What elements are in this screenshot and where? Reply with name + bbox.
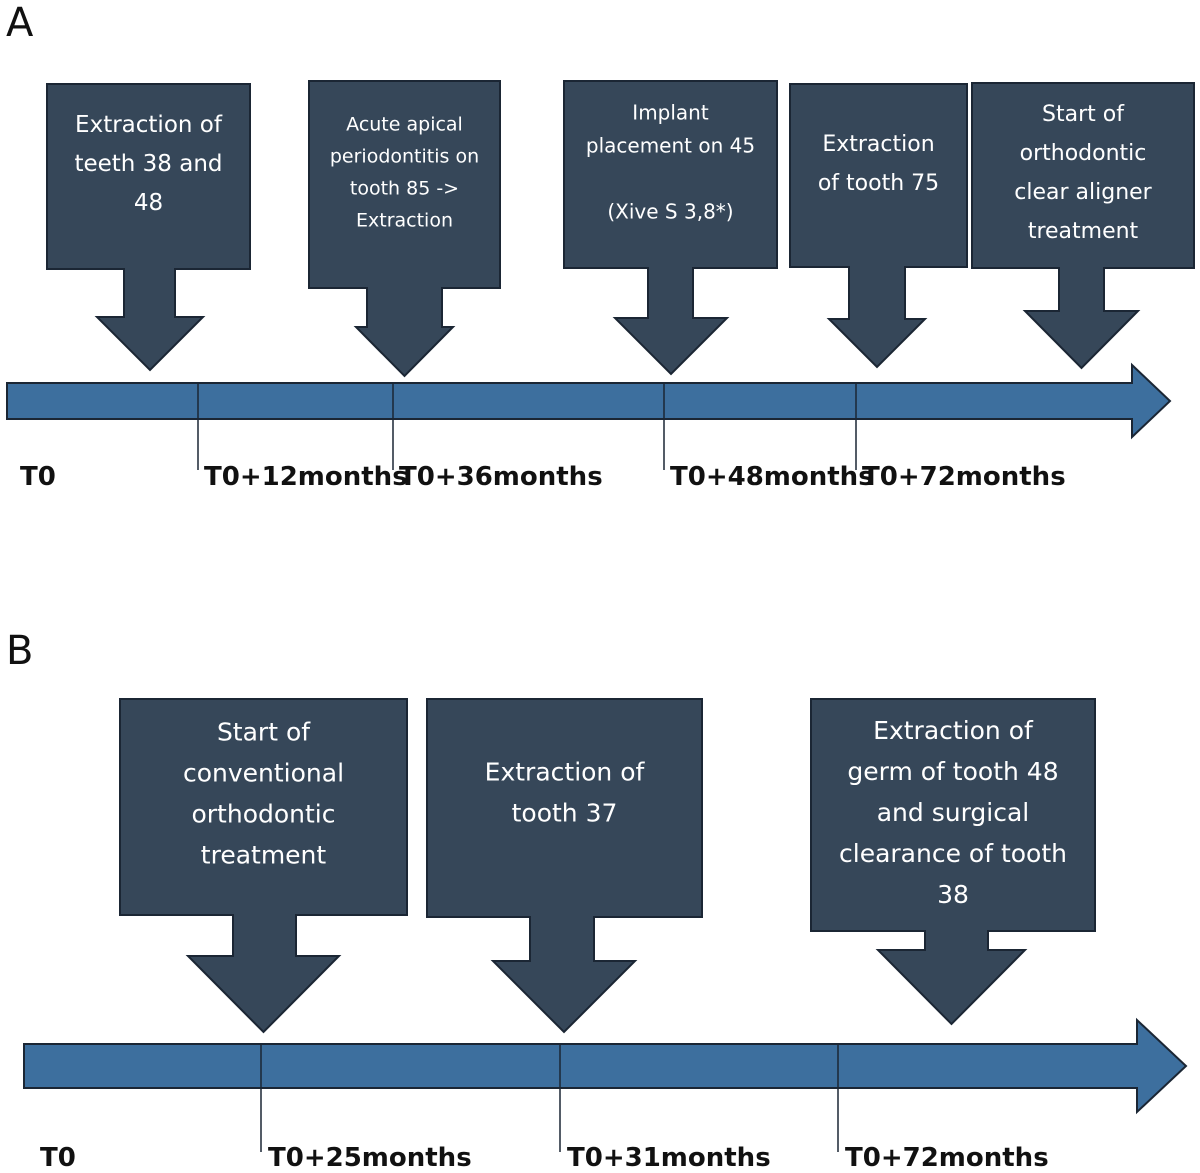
event-text-line: Implant	[632, 101, 709, 125]
timeline-tick-label: T0+36months	[399, 462, 603, 492]
event-arrow-box	[563, 80, 778, 376]
event-text-line: 38	[937, 880, 969, 909]
event-text-line: Acute apical	[346, 114, 463, 136]
timeline-arrow	[23, 1017, 1188, 1115]
event-text-line: teeth 38 and	[74, 151, 222, 177]
event-text-line: clearance of tooth	[839, 839, 1067, 868]
event-callout: Extraction of tooth 37	[426, 698, 703, 1034]
event-text-line: conventional	[183, 758, 344, 787]
event-text-line: Extraction	[356, 210, 453, 232]
event-text-line: Start of	[217, 717, 311, 746]
event-text-line: periodontitis on	[330, 146, 479, 168]
event-text-line: tooth 37	[512, 798, 618, 827]
event-text-line: orthodontic	[191, 799, 335, 828]
timeline-tick-label: T0+31months	[567, 1143, 771, 1173]
event-callout: Extraction of tooth 75	[789, 83, 968, 369]
event-text-line: Extraction of	[75, 112, 223, 138]
event-callout: Extraction of germ of tooth 48 and surgica…	[810, 698, 1096, 1026]
event-arrow-box	[46, 83, 251, 372]
timeline-tick-label: T0+25months	[268, 1143, 472, 1173]
timeline-tick-label: T0+72months	[862, 462, 1066, 492]
timeline-tick-label: T0+72months	[845, 1143, 1049, 1173]
event-arrow-box	[971, 82, 1195, 370]
timeline-start-label: T0	[40, 1143, 76, 1173]
panel-letter: B	[6, 628, 33, 674]
event-arrow-box	[789, 83, 968, 369]
event-text-line: placement on 45	[586, 134, 755, 158]
event-text-line: germ of tooth 48	[847, 757, 1058, 786]
event-text-line: clear aligner	[1014, 180, 1152, 205]
event-callout: Extraction of teeth 38 and 48	[46, 83, 251, 372]
event-text-line: orthodontic	[1020, 141, 1147, 166]
timeline-tick-label: T0+12months	[204, 462, 408, 492]
event-callout: Implant placement on 45 (Xive S 3,8*)	[563, 80, 778, 376]
event-text-line: treatment	[201, 840, 327, 869]
panel-letter: A	[6, 0, 34, 46]
event-text-line: 48	[134, 190, 163, 216]
event-arrow-box	[308, 80, 501, 378]
event-text-line: Extraction of	[485, 757, 646, 786]
event-text-line: (Xive S 3,8*)	[607, 200, 733, 224]
event-arrow-box	[119, 698, 408, 1034]
event-callout: Start of orthodontic clear aligner treatmen…	[971, 82, 1195, 370]
event-arrow-box	[426, 698, 703, 1034]
event-text-line: of tooth 75	[818, 171, 939, 196]
event-text-line: Extraction	[822, 132, 934, 157]
panel-b: B T0 T0+25months T0+31months T0+72months Star…	[6, 628, 1188, 1173]
event-callout: Acute apical periodontitis on tooth 85 -> E…	[308, 80, 501, 378]
event-text-line: Start of	[1042, 102, 1125, 127]
event-text-line: tooth 85 ->	[350, 178, 459, 200]
event-text-line: Extraction of	[873, 716, 1034, 745]
timeline-start-label: T0	[20, 462, 56, 492]
event-arrow-box	[810, 698, 1096, 1026]
event-text-line: treatment	[1028, 219, 1139, 244]
event-callout: Start of conventional orthodontic treatment	[119, 698, 408, 1034]
event-text-line: and surgical	[877, 798, 1030, 827]
timeline-arrow	[6, 362, 1172, 440]
timeline-tick-label: T0+48months	[670, 462, 874, 492]
